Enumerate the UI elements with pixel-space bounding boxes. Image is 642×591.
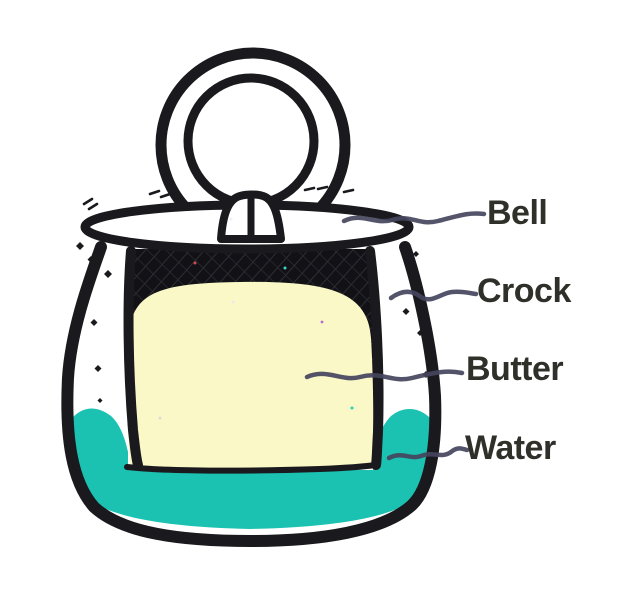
crock-outline — [61, 241, 442, 548]
ring-inner-circle — [183, 73, 319, 209]
ring-handle — [155, 47, 351, 243]
label-bell: Bell — [487, 194, 548, 232]
water-leader-line — [386, 446, 470, 461]
bell-wall-right — [365, 246, 384, 470]
bell-leader-line — [341, 211, 487, 225]
label-water: Water — [465, 429, 556, 467]
bell-rim-line — [124, 462, 378, 474]
butter-fill — [124, 281, 378, 474]
bell-knob — [217, 190, 285, 243]
label-crock: Crock — [477, 272, 571, 310]
leader-lines — [304, 211, 487, 461]
label-butter: Butter — [466, 350, 564, 388]
speckle-dots — [158, 217, 354, 420]
bell-wall-left — [123, 246, 143, 470]
sparkle-marks — [76, 242, 432, 461]
water-fill — [70, 408, 433, 529]
crock-leader-line — [388, 289, 479, 302]
butter-leader-line — [304, 369, 465, 382]
rim-tick-marks — [82, 185, 355, 211]
